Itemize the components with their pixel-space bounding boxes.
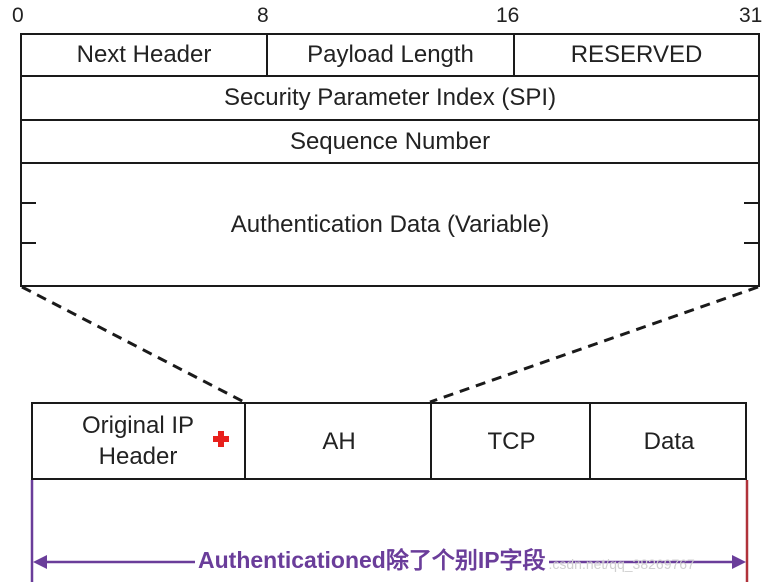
payload-length-label: Payload Length: [307, 41, 474, 68]
zoom-line-right: [429, 285, 759, 404]
bit-label-31: 31: [739, 4, 763, 27]
red-plus-marker: [213, 431, 229, 447]
auth-arrow-head-right: [732, 555, 746, 569]
authentication-data-field: Authentication Data (Variable): [20, 162, 760, 287]
data-label: Data: [643, 427, 695, 455]
packet-outline: [31, 402, 747, 480]
bit-label-0: 0: [12, 4, 24, 27]
zoom-line-left: [21, 285, 245, 404]
payload-length-field: Payload Length: [266, 33, 515, 77]
reserved-field: RESERVED: [513, 33, 760, 77]
bit-label-16: 16: [496, 4, 520, 27]
original-ip-header-segment: Original IP Header: [31, 402, 245, 480]
data-segment: Data: [589, 402, 747, 480]
authentication-data-label: Authentication Data (Variable): [230, 210, 550, 238]
next-header-label: Next Header: [76, 41, 212, 68]
right-tick-lower: [744, 242, 758, 244]
next-header-field: Next Header: [20, 33, 268, 77]
ah-segment: AH: [244, 402, 432, 480]
left-tick-lower: [22, 242, 36, 244]
left-tick-upper: [22, 202, 36, 204]
original-ip-header-label: Original IP Header: [81, 412, 195, 470]
authenticated-range-label: Authenticationed除了个别IP字段: [195, 546, 549, 574]
ah-label: AH: [322, 427, 356, 455]
tcp-segment: TCP: [430, 402, 591, 480]
tcp-label: TCP: [487, 427, 536, 455]
spi-field: Security Parameter Index (SPI): [20, 75, 760, 121]
sequence-number-label: Sequence Number: [289, 127, 491, 155]
bit-label-8: 8: [257, 4, 269, 27]
auth-arrow-head-left: [33, 555, 47, 569]
right-tick-upper: [744, 202, 758, 204]
reserved-label: RESERVED: [570, 41, 703, 68]
spi-label: Security Parameter Index (SPI): [223, 84, 557, 111]
